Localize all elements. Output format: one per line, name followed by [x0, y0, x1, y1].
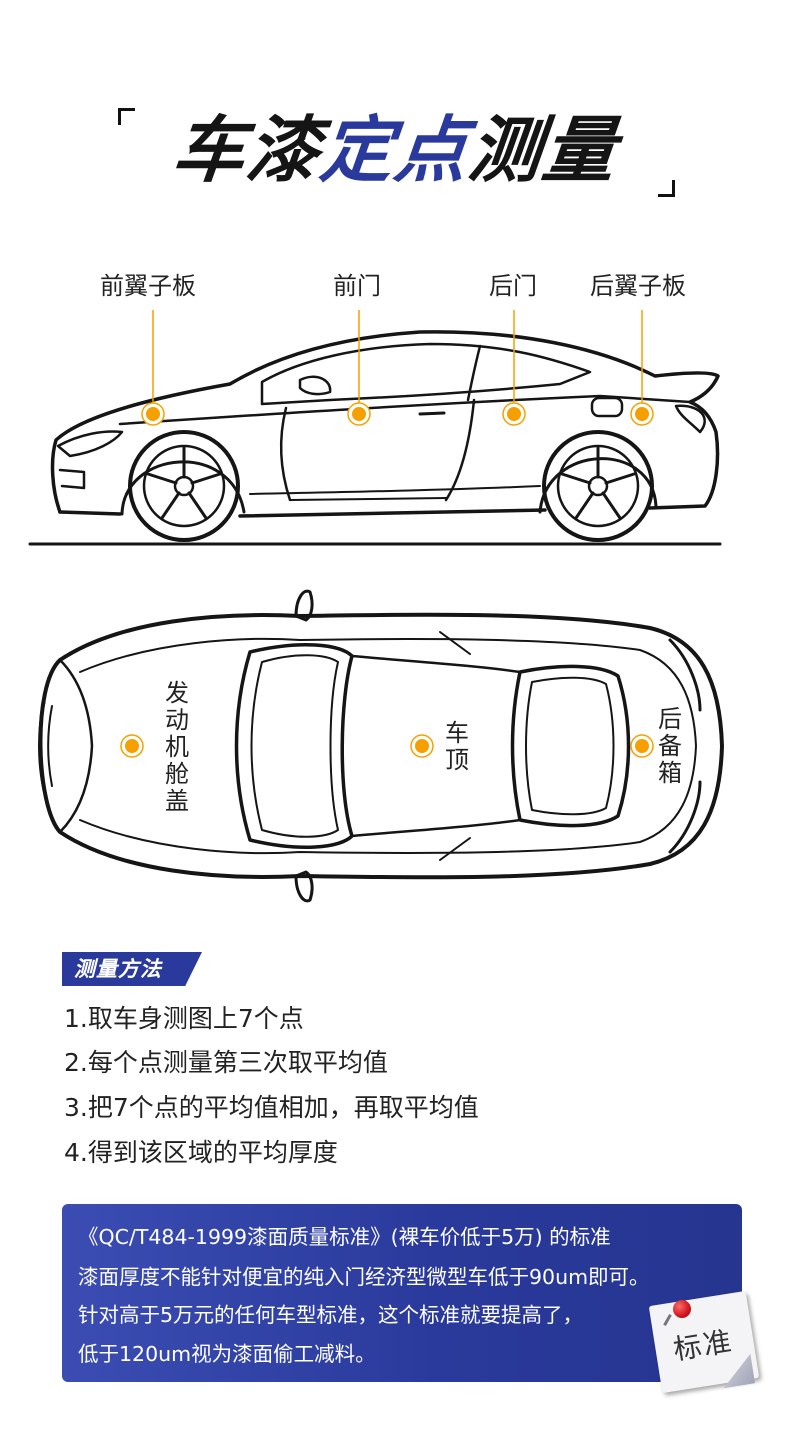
- label-hood: 发动机舱盖: [165, 679, 189, 815]
- marker-hood: [120, 734, 144, 758]
- title-bracket-left: [118, 108, 135, 125]
- car-side-view: [28, 310, 722, 546]
- method-heading-badge: 测量方法: [62, 952, 202, 986]
- marker-trunk: [630, 734, 654, 758]
- label-front-fender: 前翼子板: [100, 272, 196, 300]
- marker-rear-door: [502, 402, 526, 426]
- marker-front-fender: [141, 402, 165, 426]
- pushpin-icon: [673, 1300, 691, 1318]
- standard-line-2: 漆面厚度不能针对便宜的纯入门经济型微型车低于90um即可。: [78, 1265, 650, 1289]
- title-bracket-right: [658, 180, 675, 197]
- method-heading: 测量方法: [74, 957, 162, 981]
- marker-roof: [410, 734, 434, 758]
- standard-line-1: 《QC/T484-1999漆面质量标准》(裸车价低于5万) 的标准: [78, 1225, 611, 1249]
- method-step-4: 4.得到该区域的平均厚度: [64, 1138, 338, 1167]
- method-step-3: 3.把7个点的平均值相加，再取平均值: [64, 1093, 479, 1122]
- title-part-1: 车漆: [168, 108, 326, 192]
- marker-rear-fender: [630, 402, 654, 426]
- label-rear-fender: 后翼子板: [590, 272, 686, 300]
- label-front-door: 前门: [333, 272, 381, 300]
- label-roof: 车顶: [445, 719, 469, 774]
- standard-line-3: 针对高于5万元的任何车型标准，这个标准就要提高了，: [78, 1303, 584, 1327]
- marker-front-door: [347, 402, 371, 426]
- standard-note: 标准: [648, 1290, 760, 1394]
- label-trunk: 后备箱: [658, 705, 682, 787]
- method-step-1: 1.取车身测图上7个点: [64, 1004, 304, 1033]
- standard-panel: [62, 1204, 742, 1382]
- car-top-view: [38, 589, 724, 903]
- label-rear-door: 后门: [489, 272, 537, 300]
- page-title: 车漆定点测量: [0, 108, 790, 192]
- method-step-2: 2.每个点测量第三次取平均值: [64, 1048, 388, 1077]
- standard-line-4: 低于120um视为漆面偷工减料。: [78, 1342, 376, 1366]
- title-part-3: 测量: [464, 108, 622, 192]
- title-part-2: 定点: [316, 108, 474, 192]
